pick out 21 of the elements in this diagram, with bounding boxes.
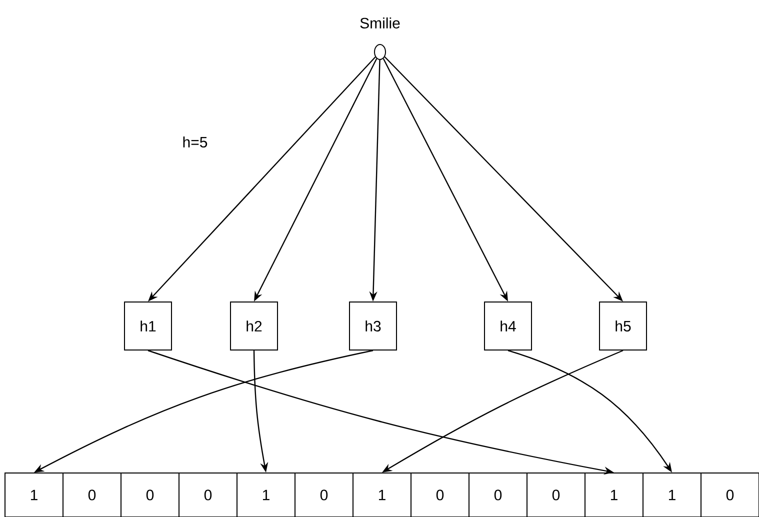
bit-cell: 0 (62, 472, 122, 517)
bit-cell: 1 (236, 472, 296, 517)
bit-cell: 0 (700, 472, 759, 517)
bit-cell: 0 (120, 472, 180, 517)
start-circle (374, 44, 386, 60)
bit-cell: 0 (294, 472, 354, 517)
hash-box: h5 (599, 302, 647, 350)
note-label: h=5 (183, 136, 208, 148)
bit-cell: 1 (642, 472, 702, 517)
hash-box: h2 (230, 302, 278, 350)
bit-cell: 1 (4, 472, 64, 517)
bit-cell: 0 (526, 472, 586, 517)
bit-cell: 0 (410, 472, 470, 517)
hash-box: h4 (484, 302, 532, 350)
hash-box: h3 (349, 302, 397, 350)
hash-box: h1 (124, 302, 172, 350)
node-caption: Smilie (360, 17, 400, 28)
bit-cell: 1 (352, 472, 412, 517)
bit-cell: 1 (584, 472, 644, 517)
bit-cell: 0 (178, 472, 238, 517)
bit-cell: 0 (468, 472, 528, 517)
